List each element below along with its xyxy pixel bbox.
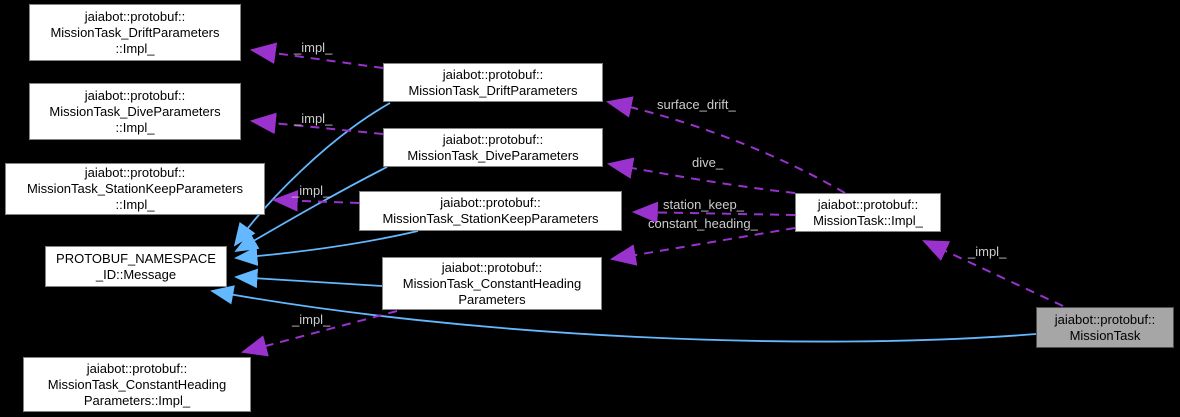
- edge-station-keep: [631, 201, 796, 224]
- node-protobuf-message[interactable]: PROTOBUF_NAMESPACE _ID::Message: [45, 246, 227, 287]
- edge-label-dive: dive_: [692, 155, 724, 170]
- edge-dive-impl: [249, 112, 384, 135]
- node-drift-parameters[interactable]: jaiabot::protobuf:: MissionTask_DriftPar…: [383, 63, 603, 102]
- node-missiontask-impl[interactable]: jaiabot::protobuf:: MissionTask::Impl_: [795, 193, 941, 232]
- node-missiontask-current: jaiabot::protobuf:: MissionTask: [1036, 307, 1174, 348]
- node-constantheading-parameters-impl[interactable]: jaiabot::protobuf:: MissionTask_Constant…: [23, 357, 251, 412]
- node-dive-parameters-impl[interactable]: jaiabot::protobuf:: MissionTask_DivePara…: [29, 83, 241, 140]
- edge-label-constantheading-impl: _impl_: [292, 312, 331, 327]
- edge-label-stationkeep-impl: _impl_: [292, 183, 331, 198]
- edge-constant-heading: [609, 227, 796, 266]
- edge-label-constant-heading: constant_heading_: [648, 216, 758, 231]
- edge-dive: [606, 157, 796, 194]
- edge-label-surface-drift: surface_drift_: [657, 97, 736, 112]
- node-constantheading-parameters[interactable]: jaiabot::protobuf:: MissionTask_Constant…: [382, 257, 602, 310]
- edge-missiontask-to-message: [210, 285, 1037, 343]
- edge-label-station-keep: station_keep_: [663, 197, 744, 212]
- edge-label-drift-impl: _impl_: [294, 40, 333, 55]
- edge-stationkeep-to-message: [234, 230, 419, 266]
- edge-label-missiontask-impl: _impl_: [968, 244, 1007, 259]
- edge-constantheading-to-message: [234, 268, 383, 289]
- node-drift-parameters-impl[interactable]: jaiabot::protobuf:: MissionTask_DriftPar…: [29, 4, 241, 61]
- node-stationkeep-parameters-impl[interactable]: jaiabot::protobuf:: MissionTask_StationK…: [5, 163, 265, 215]
- edge-drift-to-message: [233, 102, 391, 247]
- edge-drift-impl: [249, 42, 384, 69]
- edge-surface-drift: [605, 96, 846, 194]
- edge-stationkeep-impl: [271, 190, 360, 212]
- edge-dive-to-message: [234, 166, 388, 252]
- node-dive-parameters[interactable]: jaiabot::protobuf:: MissionTask_DivePara…: [383, 128, 603, 167]
- edge-label-dive-impl: _impl_: [294, 111, 333, 126]
- node-stationkeep-parameters[interactable]: jaiabot::protobuf:: MissionTask_StationK…: [359, 191, 622, 231]
- edge-constantheading-impl: [240, 310, 398, 357]
